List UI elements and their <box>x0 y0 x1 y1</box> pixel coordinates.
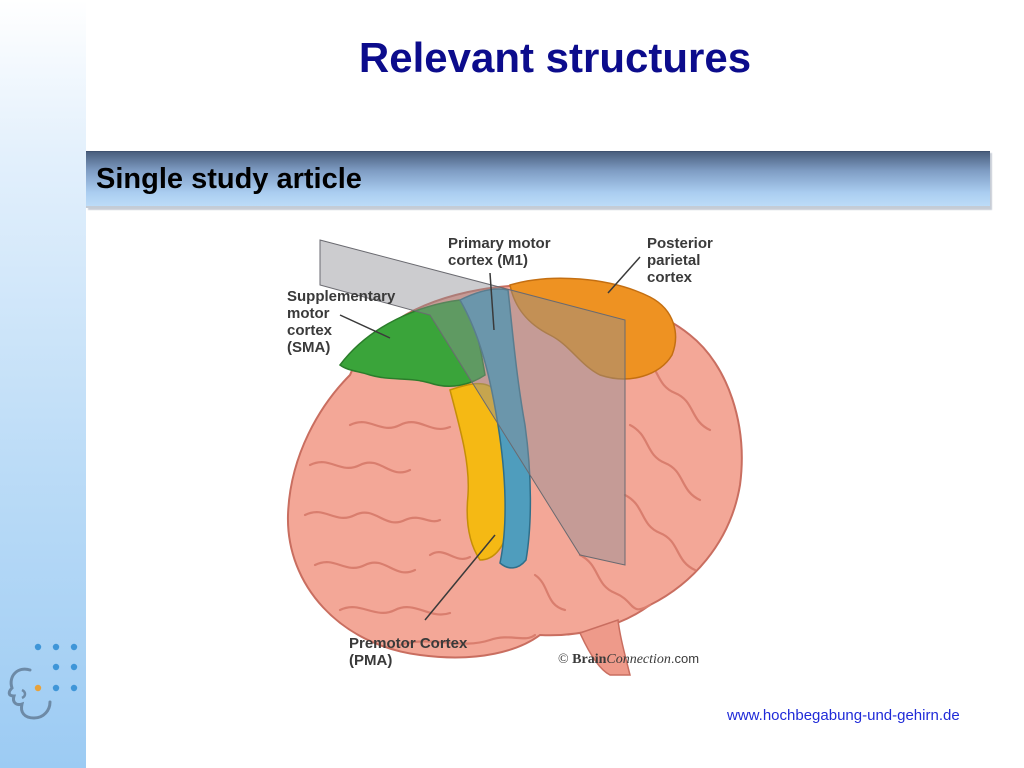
credit-copyright: © <box>558 652 569 667</box>
image-credit: © BrainConnection.com <box>558 651 699 668</box>
brain-illustration <box>286 239 743 676</box>
brainstem-shape <box>578 618 631 676</box>
section-plane <box>319 239 626 566</box>
ppc-region <box>509 277 677 380</box>
slide-title: Relevant structures <box>358 34 752 81</box>
label-ppc: Posterior parietal cortex <box>647 235 713 286</box>
website-link[interactable]: www.hochbegabung-und-gehirn.de <box>727 707 960 724</box>
sidebar-gradient <box>0 0 86 768</box>
brain-figure: Primary motor cortex (M1) Posterior pari… <box>280 225 750 680</box>
label-pma: Premotor Cortex (PMA) <box>349 635 468 669</box>
credit-brain: Brain <box>572 652 607 667</box>
m1-region <box>458 288 532 569</box>
section-band: Single study article <box>86 151 990 208</box>
credit-connection: Connection <box>606 652 671 667</box>
label-sma: Supplementary motor cortex (SMA) <box>287 288 396 356</box>
head-profile-dots-icon <box>7 643 78 720</box>
section-band-title: Single study article <box>96 163 362 195</box>
label-m1: Primary motor cortex (M1) <box>448 235 551 269</box>
credit-com: .com <box>670 651 700 666</box>
